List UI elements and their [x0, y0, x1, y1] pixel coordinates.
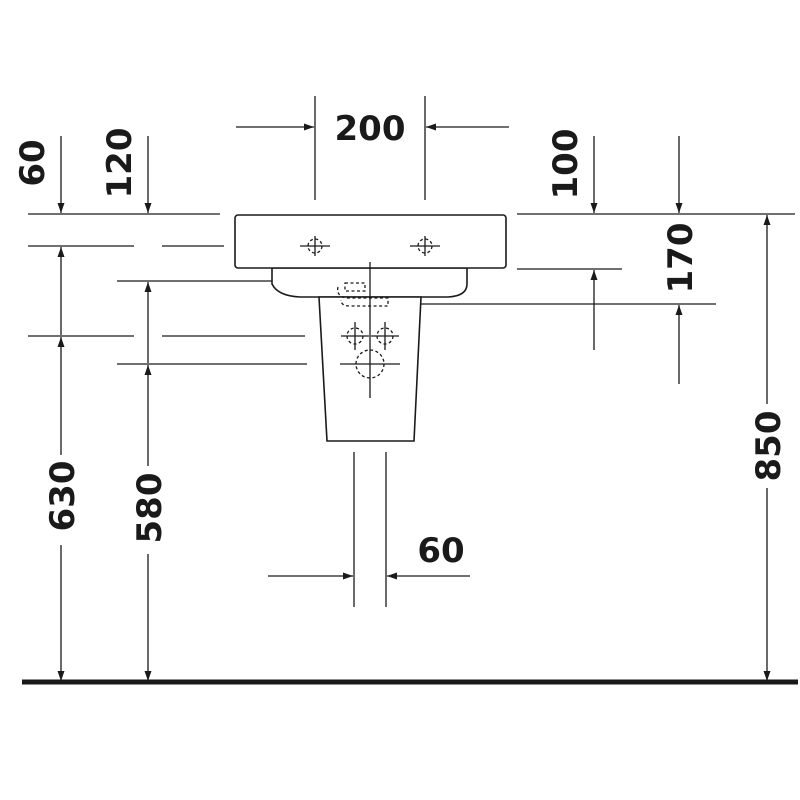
- tap-spacing-label: 200: [335, 109, 406, 149]
- drain-outlet-center: [340, 349, 400, 379]
- dim-right-170: 170: [661, 136, 701, 384]
- dim-pipe-60: 60: [268, 531, 470, 580]
- pipe-60-label: 60: [417, 531, 464, 571]
- height-580-label: 580: [130, 473, 170, 544]
- dim-left-60: 60: [13, 136, 65, 335]
- right-100-label: 100: [546, 129, 586, 200]
- tap-hole-left: [300, 236, 330, 256]
- left-60-label: 60: [13, 139, 53, 186]
- height-630-label: 630: [43, 461, 83, 532]
- pedestal: [318, 262, 422, 442]
- dim-height-580: 580: [130, 365, 170, 681]
- dim-height-850: 850: [749, 215, 789, 681]
- drain-outlet-left: [341, 322, 369, 350]
- basin-rim: [234, 214, 507, 269]
- dim-left-120: 120: [100, 128, 152, 363]
- reference-lines: [28, 213, 795, 365]
- right-170-label: 170: [661, 223, 701, 294]
- waste-pipe: [353, 452, 387, 607]
- dim-tap-spacing: 200: [236, 96, 509, 200]
- left-120-label: 120: [100, 128, 140, 199]
- dim-right-100: 100: [546, 129, 598, 350]
- tap-hole-right: [410, 236, 440, 256]
- siphon-hidden: [337, 286, 389, 307]
- height-850-label: 850: [749, 411, 789, 482]
- drain-outlet-right: [371, 322, 399, 350]
- dim-height-630: 630: [43, 337, 83, 681]
